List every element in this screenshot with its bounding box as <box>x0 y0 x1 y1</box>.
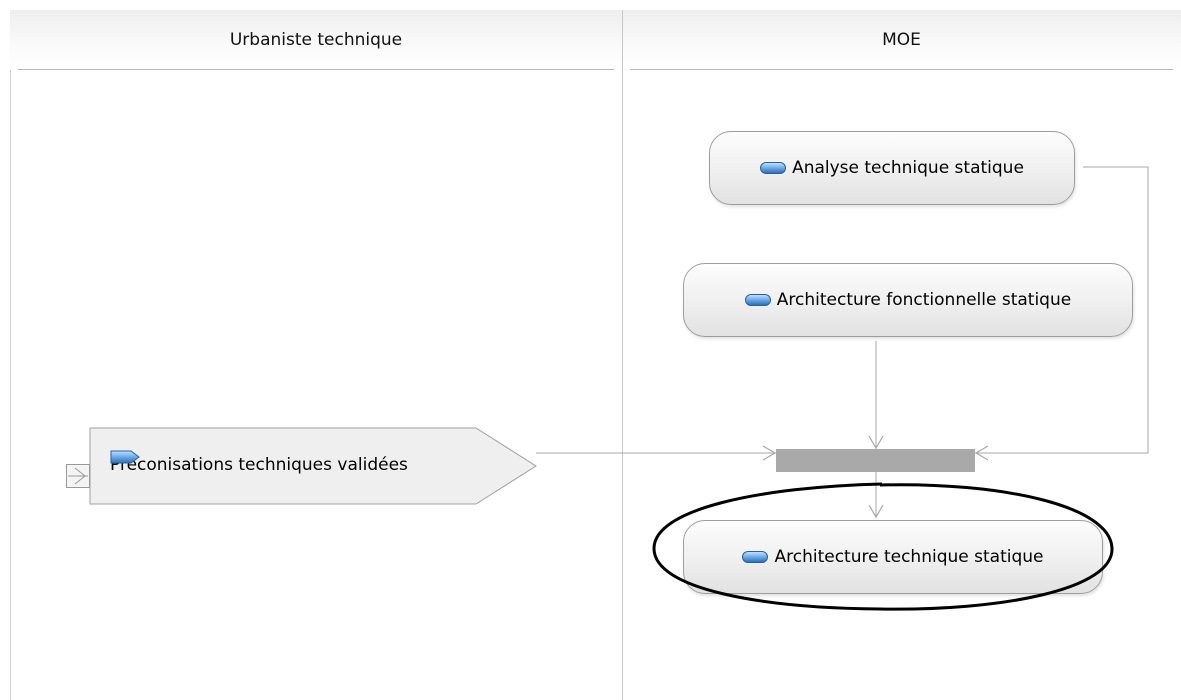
edge-analyse-to-join[interactable] <box>975 166 1149 454</box>
signal-label: Préconisations techniques validées <box>110 455 408 475</box>
join-bar[interactable] <box>776 449 975 472</box>
pin-arrow-icon <box>68 467 88 485</box>
activity-icon <box>760 162 787 174</box>
swimlane-header-urbaniste[interactable]: Urbaniste technique <box>10 10 622 70</box>
activity-label: Architecture fonctionnelle statique <box>776 290 1072 310</box>
activity-label: Analyse technique statique <box>792 158 1024 178</box>
swimlane-divider <box>622 10 623 700</box>
activity-architecture-fonctionnelle[interactable]: Architecture fonctionnelle statique <box>683 263 1133 337</box>
activity-architecture-technique[interactable]: Architecture technique statique <box>683 520 1103 594</box>
activity-icon <box>744 294 771 306</box>
activity-analyse-technique[interactable]: Analyse technique statique <box>709 131 1075 205</box>
arrowhead-icon <box>762 445 777 461</box>
arrowhead-icon <box>868 435 884 450</box>
swimlane-label: Urbaniste technique <box>229 30 403 50</box>
activity-label: Architecture technique statique <box>774 547 1044 567</box>
diagram-left-border <box>10 10 11 700</box>
send-signal-shape[interactable] <box>89 427 537 505</box>
send-signal-action[interactable]: Préconisations techniques validées <box>110 450 408 480</box>
activity-icon <box>742 551 769 563</box>
arrowhead-icon <box>974 445 989 461</box>
input-pin[interactable] <box>66 464 90 488</box>
swimlane-label: MOE <box>882 30 921 50</box>
swimlane-header-moe[interactable]: MOE <box>622 10 1181 70</box>
send-signal-icon <box>110 450 140 464</box>
